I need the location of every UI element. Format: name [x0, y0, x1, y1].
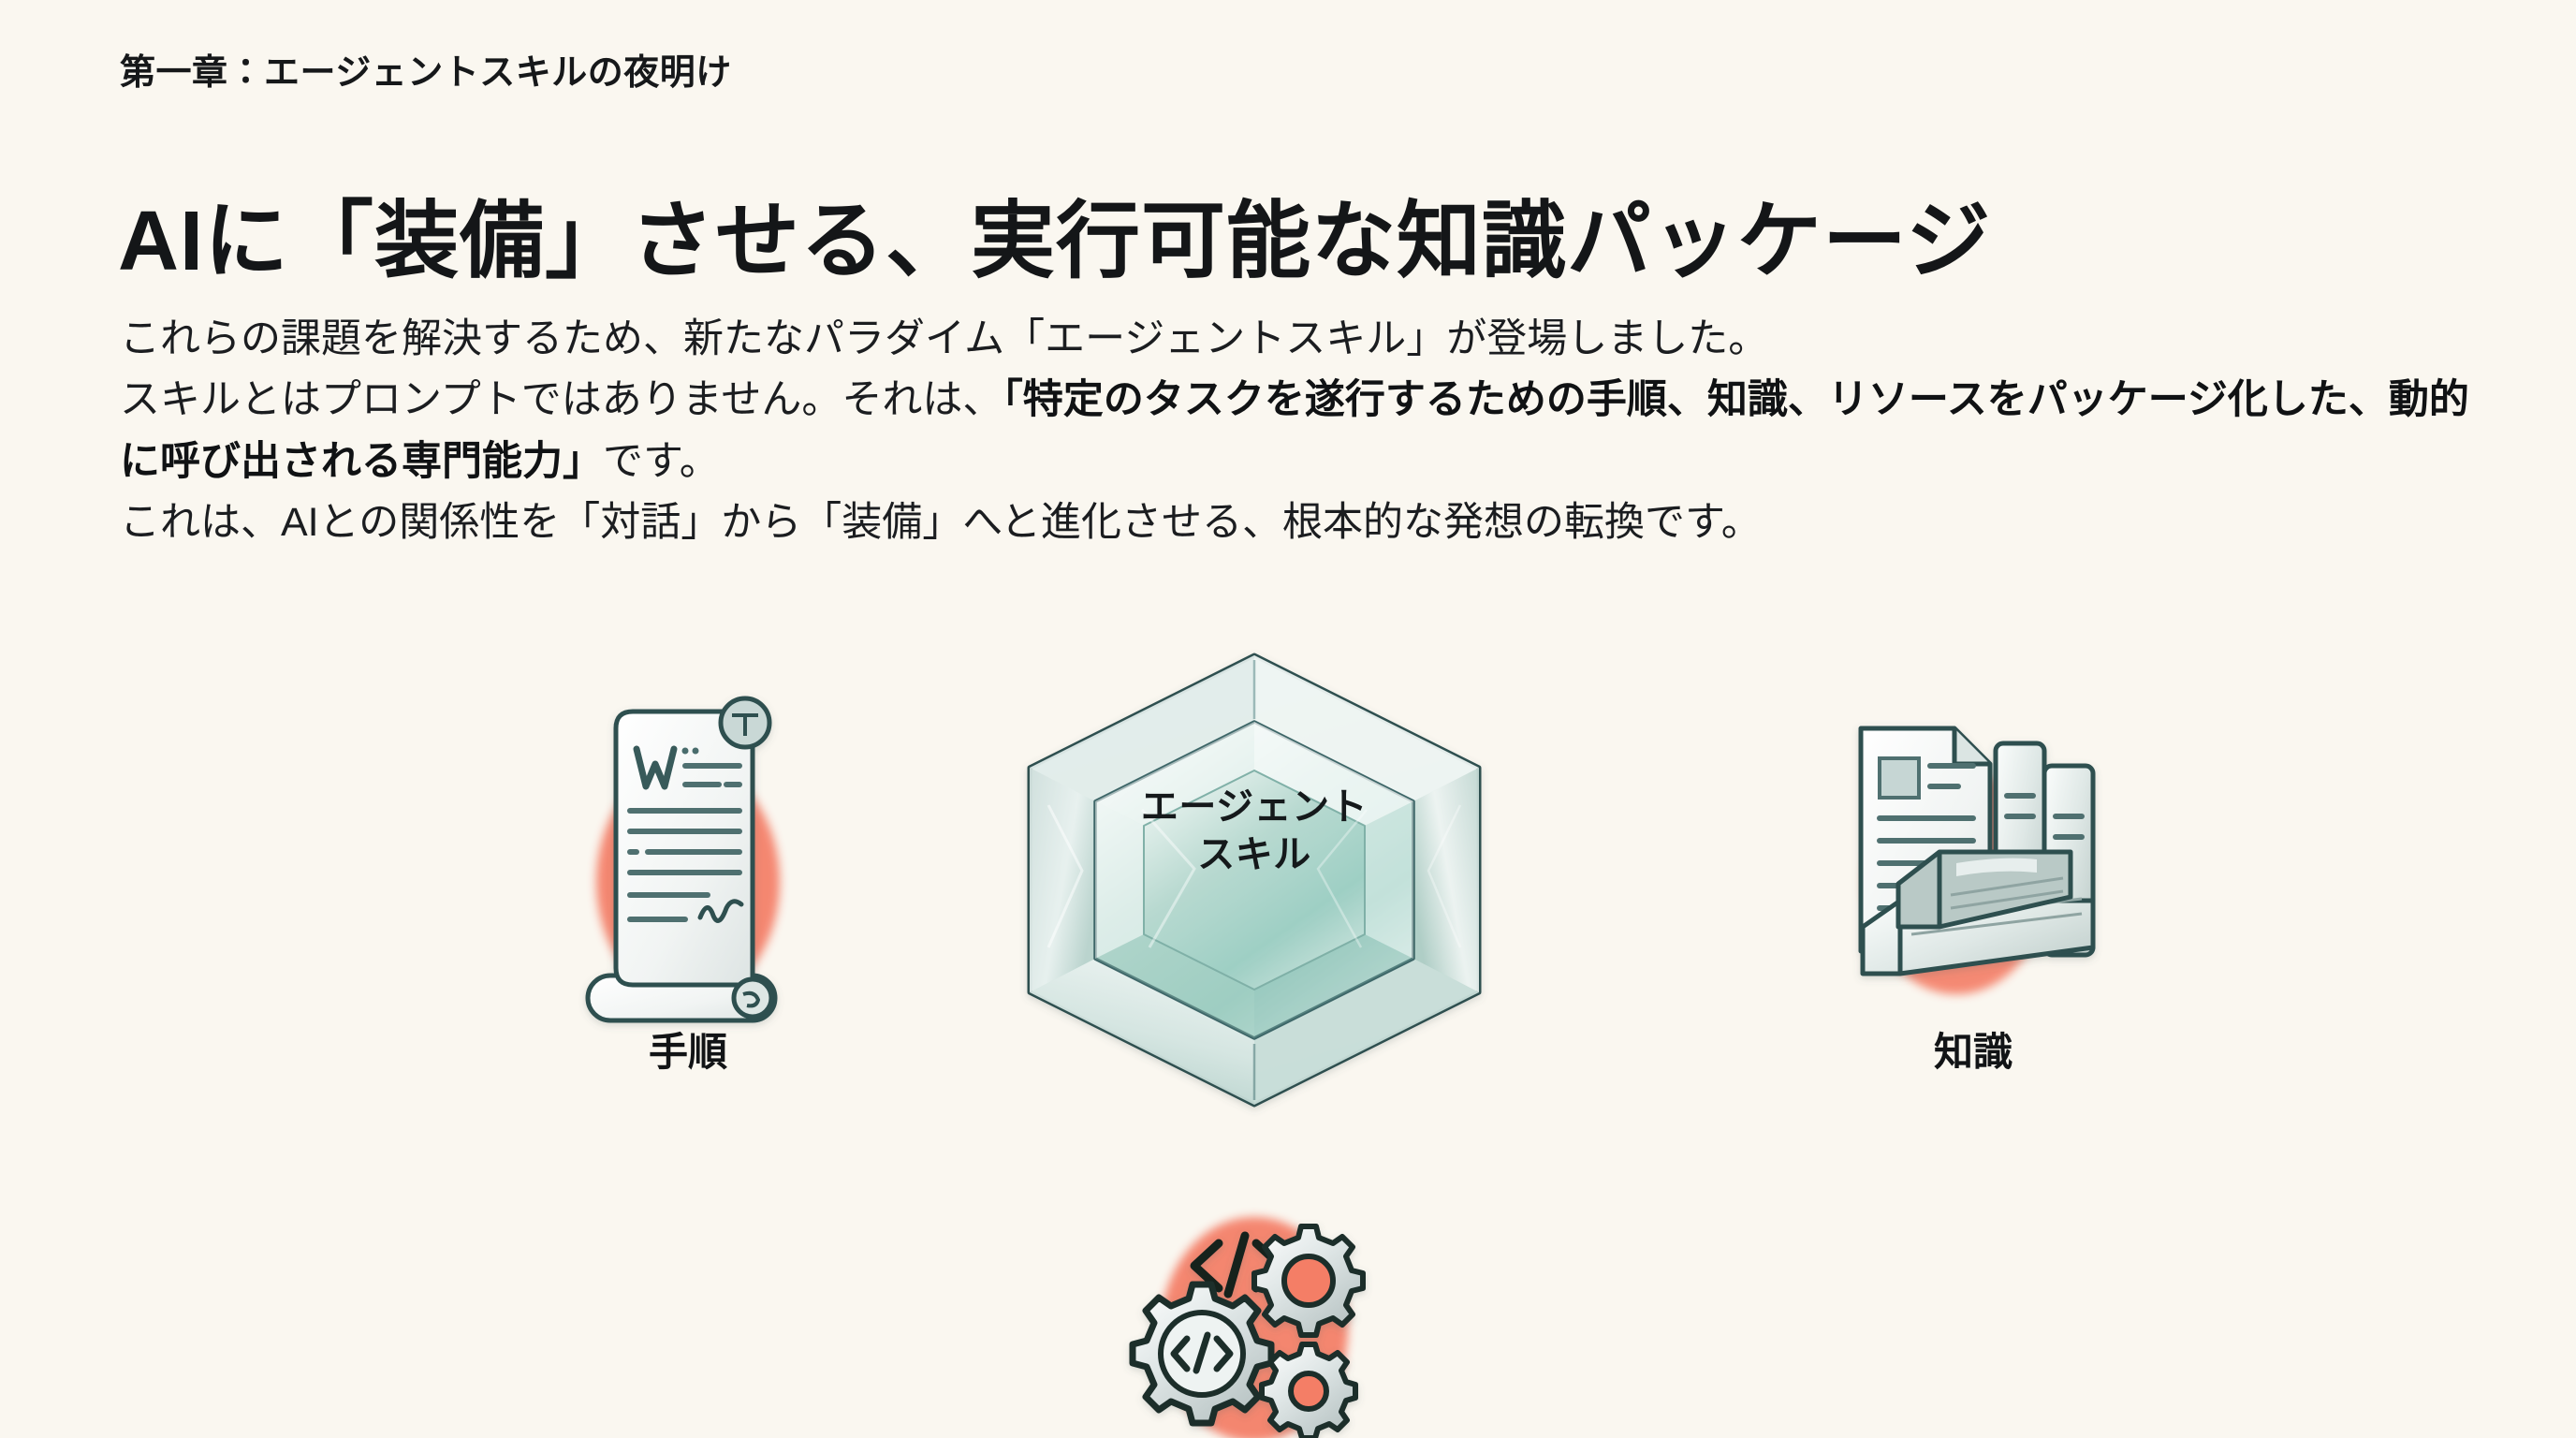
body-copy: これらの課題を解決するため、新たなパラダイム「エージェントスキル」が登場しました…: [120, 309, 2479, 553]
page-title: AIに「装備」させる、実行可能な知識パッケージ: [118, 195, 1992, 289]
node-label-procedure: 手順: [648, 1030, 728, 1074]
node-knowledge: [1858, 726, 2096, 994]
body-line-2: スキルとはプロンプトではありません。それは、「特定のタスクを遂行するための手順、…: [120, 370, 2479, 492]
body-line-2-normal: スキルとはプロンプトではありません。それは、: [120, 377, 1003, 423]
body-line-3-text: これは、AIとの関係性を「対話」から「装備」へと進化させる、根本的な発想の転換で…: [120, 500, 1762, 546]
node-procedure: [585, 696, 780, 1023]
body-line-3: これは、AIとの関係性を「対話」から「装備」へと進化させる、根本的な発想の転換で…: [120, 492, 2479, 553]
center-hexagon-gem: [1027, 653, 1482, 1108]
body-line-1: これらの課題を解決するため、新たなパラダイム「エージェントスキル」が登場しました…: [120, 309, 2479, 370]
scroll-document-icon: [585, 696, 778, 1023]
agent-skill-diagram: エージェント スキル 手順 知識 ツール: [524, 618, 2115, 1438]
node-tools: [1129, 1217, 1366, 1438]
body-line-2-tail: です。: [603, 438, 720, 484]
body-line-1-text: これらの課題を解決するため、新たなパラダイム「エージェントスキル」が登場しました…: [120, 316, 1769, 361]
body-line-2-bold: 「特定のタスクを遂行するための手順、知識、リソースをパッケージ化した、動的に呼び…: [120, 377, 2469, 484]
node-label-knowledge: 知識: [1933, 1030, 2013, 1074]
chapter-eyebrow: 第一章：エージェントスキルの夜明け: [120, 53, 732, 93]
books-document-icon: [1858, 726, 2096, 976]
gears-code-icon: [1129, 1224, 1366, 1438]
